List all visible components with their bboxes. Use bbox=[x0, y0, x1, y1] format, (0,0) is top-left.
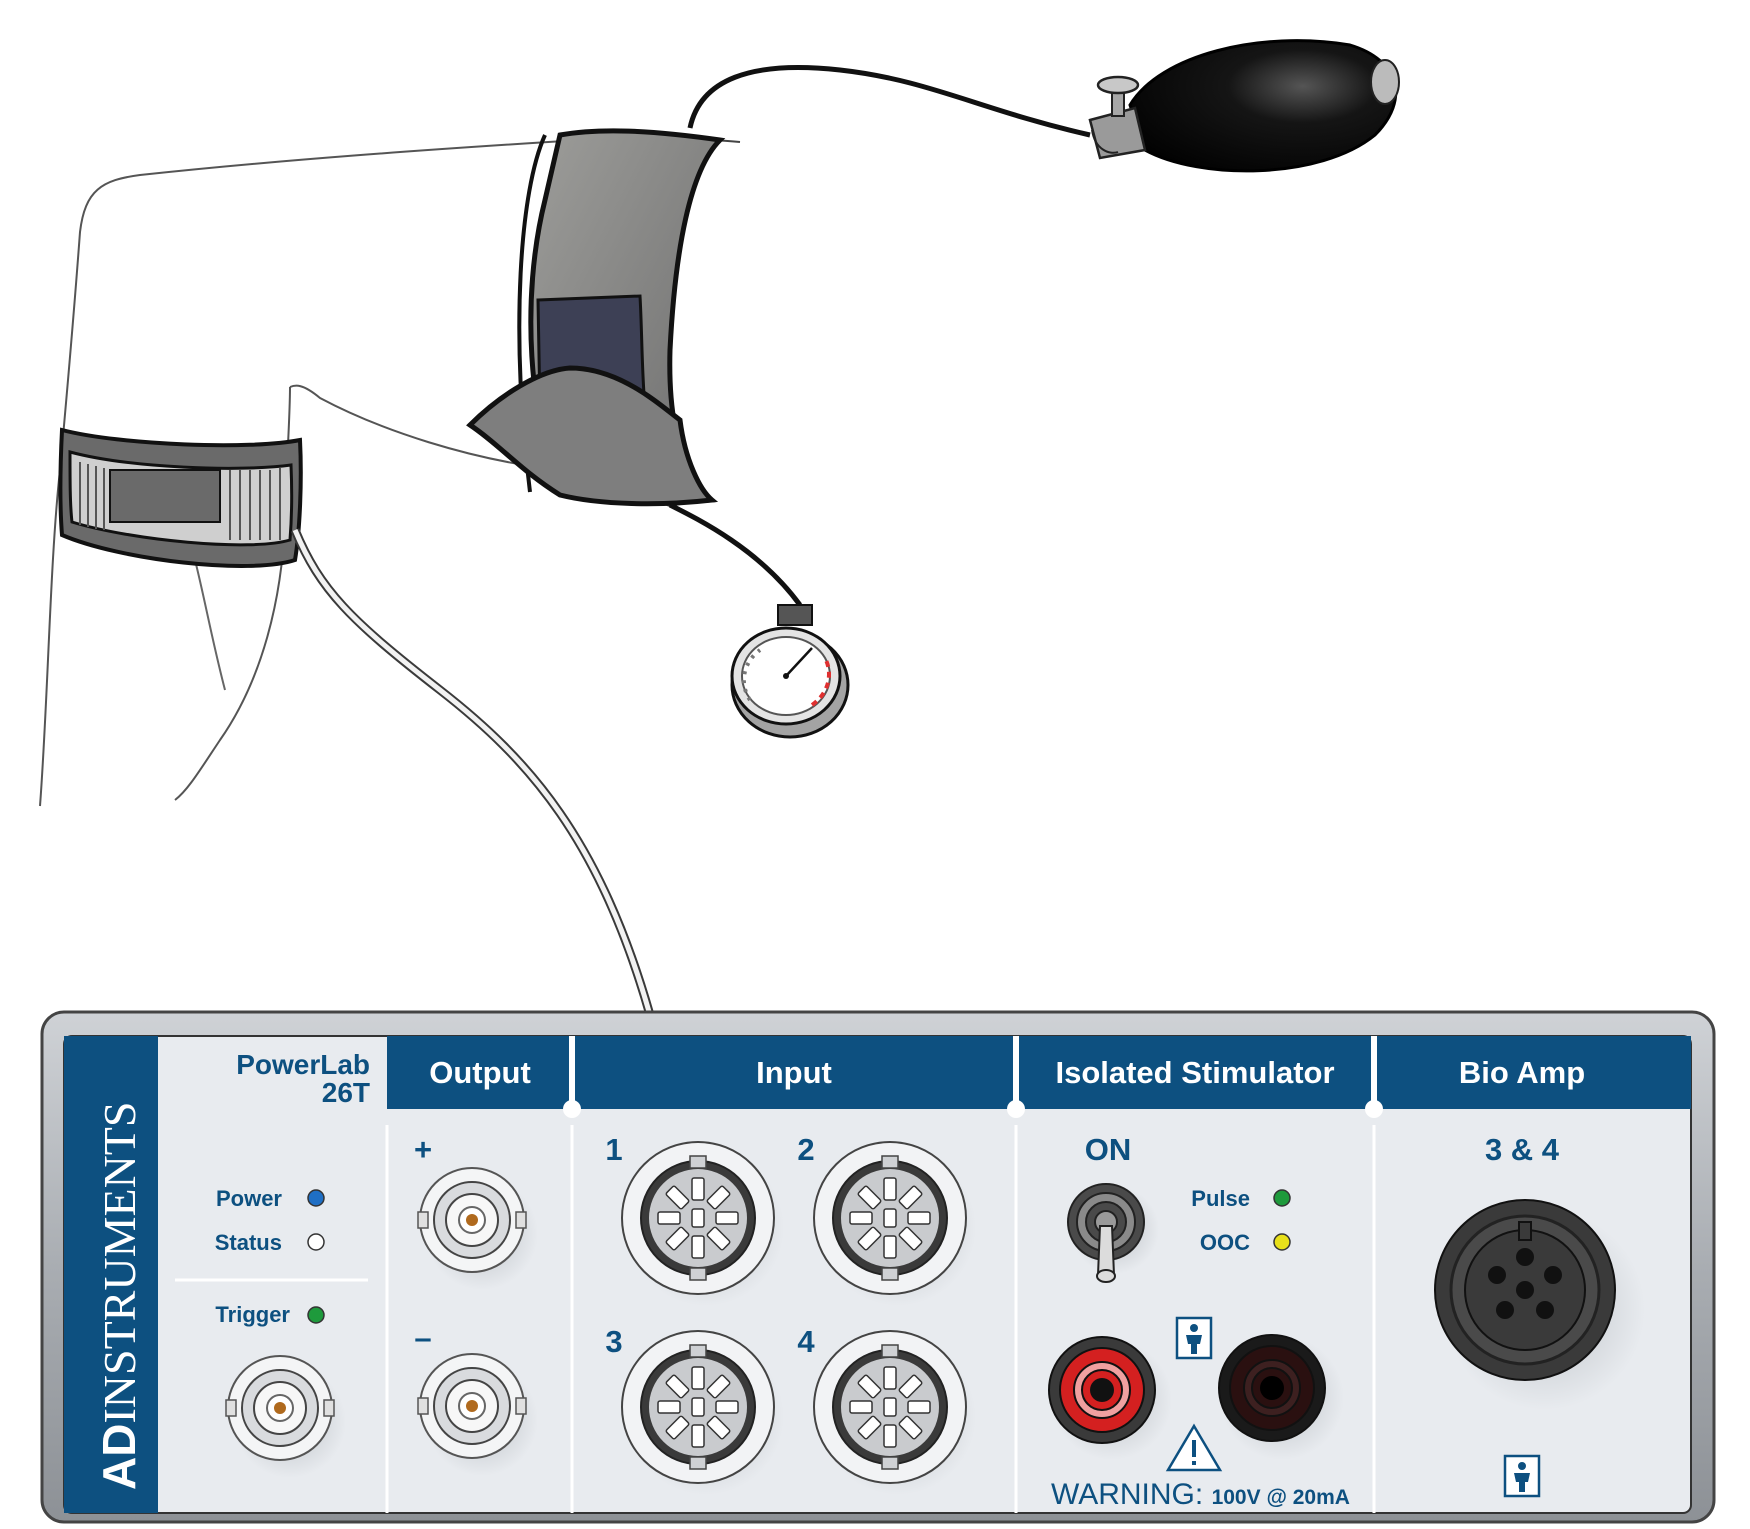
input-2-label: 2 bbox=[797, 1132, 814, 1167]
bioamp-connector[interactable] bbox=[1434, 1199, 1645, 1410]
ooc-led bbox=[1273, 1233, 1291, 1251]
switch-on-label: ON bbox=[1085, 1132, 1132, 1167]
model-number: 26T bbox=[322, 1077, 370, 1108]
warning-triangle-icon bbox=[1165, 1423, 1223, 1472]
input-4-label: 4 bbox=[797, 1324, 815, 1359]
finger-pulse-transducer-band bbox=[58, 427, 303, 568]
blood-pressure-cuff bbox=[466, 128, 726, 507]
bioamp-channels-label: 3 & 4 bbox=[1485, 1132, 1560, 1167]
warning-text: WARNING: 100V @ 20mA bbox=[1051, 1478, 1350, 1511]
bulb-tube bbox=[687, 65, 1091, 138]
bioamp-person-in-box-icon bbox=[1503, 1454, 1541, 1498]
section-bioamp-title: Bio Amp bbox=[1459, 1055, 1585, 1090]
output-minus-label: – bbox=[414, 1320, 431, 1355]
pressure-gauge bbox=[730, 604, 850, 739]
status-label: Status bbox=[215, 1230, 282, 1255]
brand-logo: ADINSTRUMENTS bbox=[93, 1102, 145, 1490]
ooc-label: OOC bbox=[1200, 1230, 1250, 1255]
input-1-label: 1 bbox=[605, 1132, 622, 1167]
status-led bbox=[307, 1233, 325, 1251]
section-output-title: Output bbox=[429, 1055, 531, 1090]
stimulator-positive-socket[interactable] bbox=[1048, 1336, 1172, 1460]
power-led bbox=[307, 1189, 325, 1207]
model-name: PowerLab bbox=[236, 1049, 370, 1080]
gauge-tube bbox=[668, 502, 803, 607]
trigger-label: Trigger bbox=[215, 1302, 290, 1327]
output-plus-label: + bbox=[414, 1132, 432, 1167]
trigger-led bbox=[307, 1306, 325, 1324]
power-label: Power bbox=[216, 1186, 282, 1211]
section-input-title: Input bbox=[756, 1055, 832, 1090]
brand-strip bbox=[64, 1036, 158, 1513]
transducer-cable bbox=[290, 528, 655, 1017]
stimulator-negative-socket[interactable] bbox=[1218, 1334, 1344, 1460]
section-stimulator-title: Isolated Stimulator bbox=[1055, 1055, 1334, 1090]
section-header-band bbox=[387, 1036, 1691, 1109]
pulse-led bbox=[1273, 1189, 1291, 1207]
stimulator-toggle-switch[interactable] bbox=[1067, 1183, 1159, 1283]
pulse-label: Pulse bbox=[1191, 1186, 1250, 1211]
inflation-bulb bbox=[1088, 39, 1400, 173]
input-3-label: 3 bbox=[605, 1324, 622, 1359]
person-in-box-icon bbox=[1175, 1316, 1213, 1360]
